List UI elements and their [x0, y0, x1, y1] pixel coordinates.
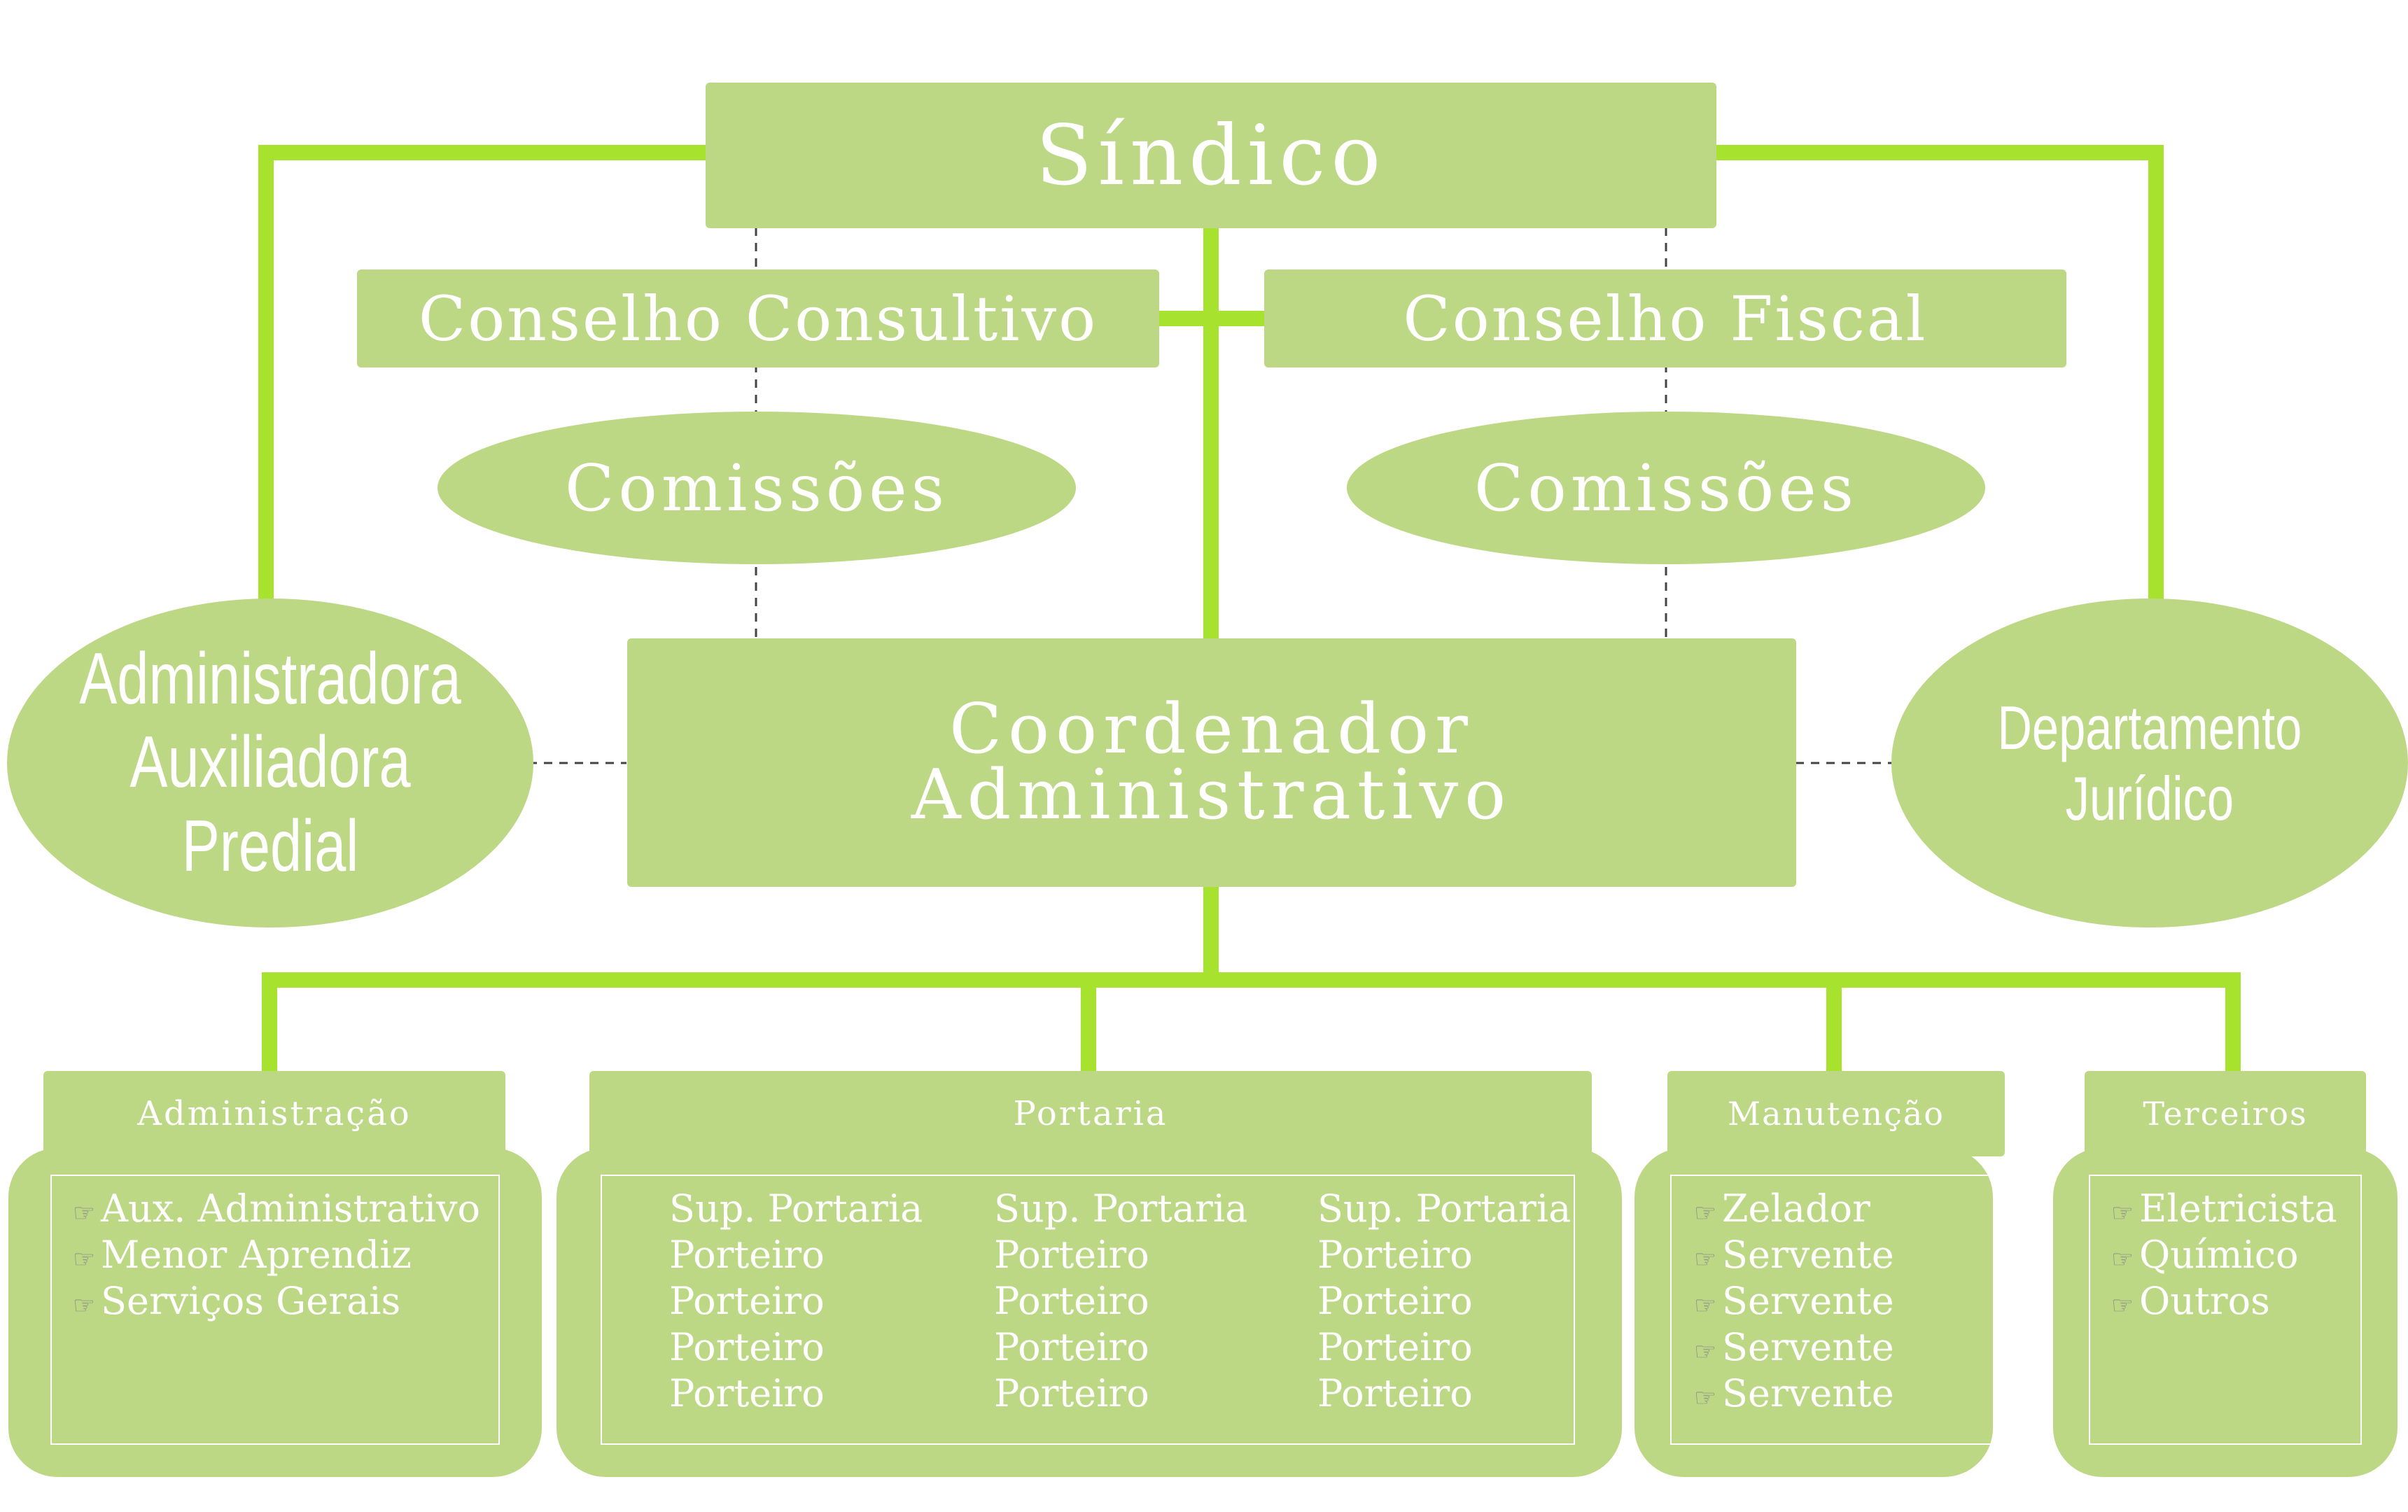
pointing-hand-icon: ☞ — [1693, 1292, 1717, 1320]
list-item: Porteiro — [994, 1371, 1149, 1415]
terceiros-tab: Terceiros — [2085, 1071, 2366, 1156]
list-item: Porteiro — [1317, 1279, 1473, 1323]
portaria-tab: Portaria — [589, 1071, 1592, 1156]
juridico-text: Departamento Jurídico — [1998, 692, 2302, 834]
list-item: Porteiro — [1317, 1233, 1473, 1277]
juridico-node: Departamento Jurídico — [1891, 598, 2408, 927]
list-item: Porteiro — [1317, 1371, 1473, 1415]
administradora-node: Administradora Auxiliadora Predial — [7, 598, 533, 927]
list-item: Sup. Portaria — [1317, 1186, 1572, 1231]
administradora-line1: Administradora — [79, 638, 461, 720]
list-item: ☞Eletricista — [2106, 1186, 2360, 1232]
list-item: ☞Servente — [1688, 1232, 2001, 1278]
list-item: Porteiro — [994, 1279, 1149, 1323]
administracao-title: Administração — [137, 1094, 412, 1133]
list-item: ☞Serviços Gerais — [67, 1278, 498, 1324]
juridico-line1: Departamento — [1997, 692, 2302, 762]
list-item: Porteiro — [1317, 1325, 1473, 1369]
terceiros-list: ☞Eletricista ☞Químico ☞Outros — [2089, 1175, 2362, 1445]
list-item: Sup. Portaria — [669, 1186, 923, 1231]
list-item: ☞Servente — [1688, 1278, 2001, 1324]
list-item: Porteiro — [669, 1371, 825, 1415]
administracao-list: ☞Aux. Administrativo ☞Menor Aprendiz ☞Se… — [50, 1175, 500, 1445]
comissoes-left-node: Comissões — [438, 412, 1076, 564]
juridico-line2: Jurídico — [2065, 764, 2234, 833]
comissoes-left-label: Comissões — [565, 450, 948, 526]
list-item: ☞Químico — [2106, 1232, 2360, 1278]
list-item: Porteiro — [994, 1233, 1149, 1277]
pointing-hand-icon: ☞ — [1693, 1199, 1717, 1228]
list-item: ☞Outros — [2106, 1278, 2360, 1324]
pointing-hand-icon: ☞ — [72, 1199, 96, 1228]
coordenador-node: Coordenador Administrativo — [627, 638, 1796, 887]
sindico-node: Síndico — [706, 83, 1716, 228]
administradora-text: Administradora Auxiliadora Predial — [65, 638, 476, 889]
pointing-hand-icon: ☞ — [72, 1292, 96, 1320]
administracao-tab: Administração — [43, 1071, 505, 1156]
portaria-column-1: Sup. Portaria Porteiro Porteiro Porteiro… — [669, 1186, 923, 1417]
portaria-title: Portaria — [1013, 1094, 1168, 1133]
conselho-fiscal-node: Conselho Fiscal — [1264, 270, 2066, 368]
manutencao-tab: Manutenção — [1667, 1071, 2005, 1156]
manutencao-body — [1634, 1148, 1993, 1477]
list-item: Sup. Portaria — [994, 1186, 1248, 1231]
conselho-consultivo-label: Conselho Consultivo — [418, 282, 1098, 355]
pointing-hand-icon: ☞ — [2110, 1245, 2134, 1274]
list-item: Porteiro — [669, 1279, 825, 1323]
list-item: ☞Menor Aprendiz — [67, 1232, 498, 1278]
pointing-hand-icon: ☞ — [2110, 1199, 2134, 1228]
link-sindico-juridico — [1707, 145, 2164, 610]
terceiros-body — [2053, 1148, 2398, 1477]
terceiros-title: Terceiros — [2143, 1095, 2308, 1133]
administradora-line2: Auxiliadora Predial — [130, 722, 411, 887]
manutencao-list: ☞Zelador ☞Servente ☞Servente ☞Servente ☞… — [1670, 1175, 2002, 1445]
pointing-hand-icon: ☞ — [1693, 1338, 1717, 1366]
pointing-hand-icon: ☞ — [1693, 1384, 1717, 1413]
list-item: Porteiro — [669, 1233, 825, 1277]
conselho-consultivo-node: Conselho Consultivo — [357, 270, 1159, 368]
pointing-hand-icon: ☞ — [2110, 1292, 2134, 1320]
portaria-column-3: Sup. Portaria Porteiro Porteiro Porteiro… — [1317, 1186, 1571, 1417]
list-item: ☞Servente — [1688, 1371, 2001, 1417]
sindico-label: Síndico — [1035, 107, 1387, 204]
list-item: Porteiro — [994, 1325, 1149, 1369]
department-bus — [262, 972, 2241, 1082]
comissoes-right-node: Comissões — [1347, 412, 1985, 564]
conselho-fiscal-label: Conselho Fiscal — [1403, 282, 1928, 355]
portaria-column-2: Sup. Portaria Porteiro Porteiro Porteiro… — [994, 1186, 1247, 1417]
list-item: Porteiro — [669, 1325, 825, 1369]
coordenador-line2: Administrativo — [911, 755, 1513, 835]
portaria-list: Sup. Portaria Porteiro Porteiro Porteiro… — [601, 1175, 1575, 1445]
pointing-hand-icon: ☞ — [1693, 1245, 1717, 1274]
pointing-hand-icon: ☞ — [72, 1245, 96, 1274]
coordenador-line1: Coordenador — [949, 690, 1474, 770]
administracao-body — [8, 1148, 542, 1477]
list-item: ☞Aux. Administrativo — [67, 1186, 498, 1232]
portaria-body — [556, 1148, 1622, 1477]
list-item: ☞Zelador — [1688, 1186, 2001, 1232]
link-sindico-administradora — [258, 145, 715, 610]
list-item: ☞Servente — [1688, 1324, 2001, 1371]
manutencao-title: Manutenção — [1728, 1095, 1945, 1133]
comissoes-right-label: Comissões — [1474, 450, 1858, 526]
